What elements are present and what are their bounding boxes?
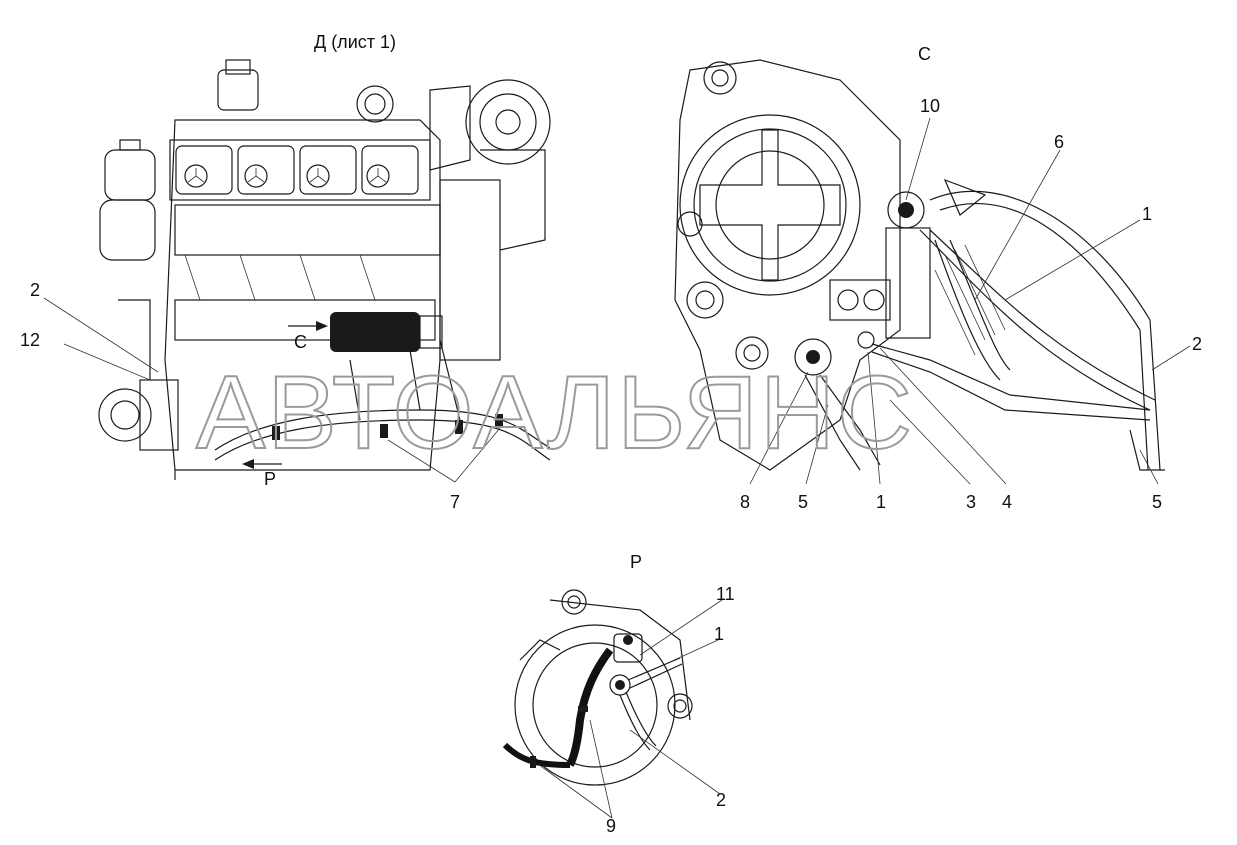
callout-c-6: 6 xyxy=(1054,132,1064,152)
callout-c-2: 2 xyxy=(1192,334,1202,354)
starter-motor xyxy=(330,312,420,352)
callout-p-11: 11 xyxy=(716,584,735,604)
view-c-title: С xyxy=(918,44,931,64)
view-p-arrow-label: Р xyxy=(264,469,276,489)
view-p-arrow: Р xyxy=(242,459,282,489)
view-p-detail xyxy=(502,589,723,819)
view-p-title: Р xyxy=(630,552,642,572)
callout-c-5-right: 5 xyxy=(1152,492,1162,512)
callout-p-2: 2 xyxy=(716,790,726,810)
watermark: АВТОАЛЬЯНС xyxy=(196,355,914,471)
view-c-detail xyxy=(674,59,1191,485)
callout-d-7: 7 xyxy=(450,492,460,512)
callout-c-4: 4 xyxy=(1002,492,1012,512)
callout-d-2: 2 xyxy=(30,280,40,300)
callout-c-3: 3 xyxy=(966,492,976,512)
view-c-arrow: С xyxy=(288,321,328,352)
callout-c-1-top: 1 xyxy=(1142,204,1152,224)
callout-c-8: 8 xyxy=(740,492,750,512)
callout-c-10: 10 xyxy=(920,96,940,116)
callout-c-1-bottom: 1 xyxy=(876,492,886,512)
view-d-title: Д (лист 1) xyxy=(314,32,396,52)
callout-p-1: 1 xyxy=(714,624,724,644)
callout-c-5-left: 5 xyxy=(798,492,808,512)
callout-d-12: 12 xyxy=(20,330,40,350)
view-c-arrow-label: С xyxy=(294,332,307,352)
callout-p-9: 9 xyxy=(606,816,616,836)
engine-view: С Р xyxy=(43,59,551,489)
